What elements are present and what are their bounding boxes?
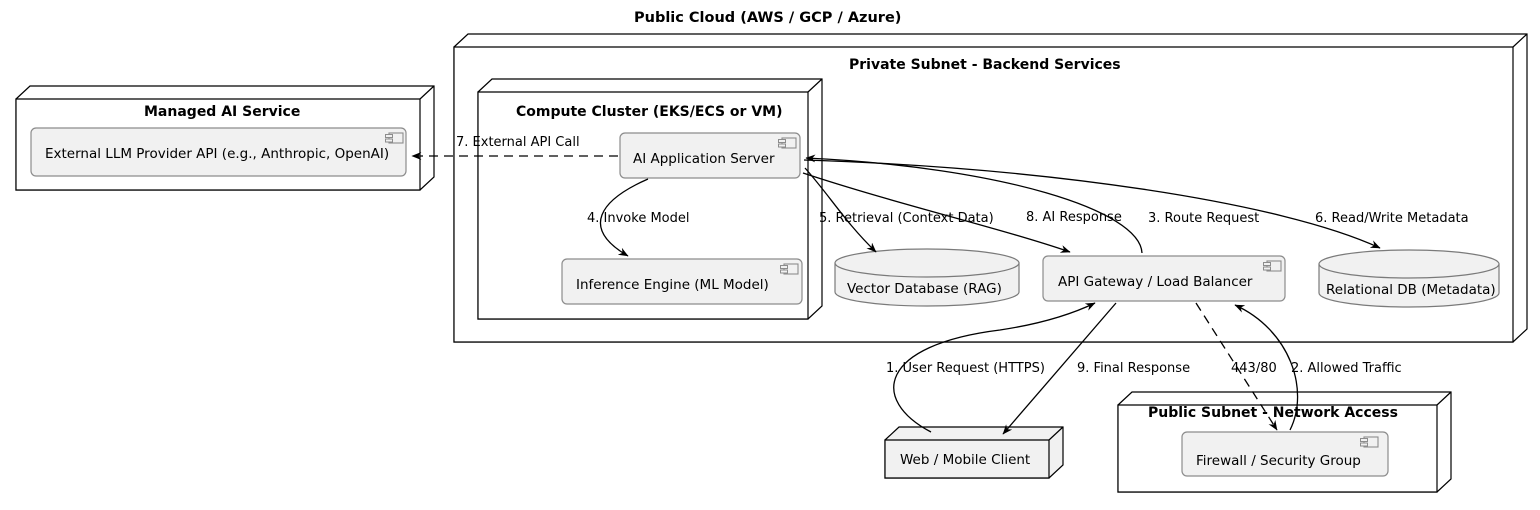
component-label-api-gateway[interactable]: API Gateway / Load Balancer — [1058, 274, 1253, 290]
component-firewall-shape — [1181, 431, 1389, 477]
component-label-firewall[interactable]: Firewall / Security Group — [1196, 453, 1361, 469]
component-label-external-llm[interactable]: External LLM Provider API (e.g., Anthrop… — [45, 146, 390, 162]
component-label-inference-engine[interactable]: Inference Engine (ML Model) — [576, 277, 769, 293]
edge-label-9: 9. Final Response — [1077, 361, 1191, 376]
edge-label-7: 7. External API Call — [456, 135, 580, 150]
edge-label-4: 4. Invoke Model — [587, 211, 690, 226]
database-label-relational-db[interactable]: Relational DB (Metadata) — [1326, 282, 1496, 298]
edge-1-user-request — [893, 302, 1096, 433]
edge-label-8: 8. AI Response — [1026, 210, 1122, 225]
database-relational-db-shape — [1318, 249, 1500, 308]
node-label-web-mobile-client[interactable]: Web / Mobile Client — [900, 452, 1031, 468]
node-title-public-subnet: Public Subnet - Network Access — [1148, 405, 1398, 421]
edge-label-443-80: 443/80 — [1231, 361, 1277, 376]
component-label-ai-app-server[interactable]: AI Application Server — [633, 151, 775, 167]
edge-label-2: 2. Allowed Traffic — [1291, 361, 1402, 376]
edge-4-invoke-model — [599, 178, 649, 257]
database-vector-db-shape — [834, 248, 1020, 307]
edge-5-retrieval — [804, 167, 877, 253]
component-ai-app-server-shape — [619, 132, 801, 179]
edge-label-3: 3. Route Request — [1148, 211, 1260, 226]
edge-9-final-response — [1002, 302, 1117, 435]
node-title-managed-ai-service: Managed AI Service — [144, 104, 301, 120]
edge-6-read-write-metadata — [803, 159, 1381, 249]
edge-8-ai-response — [802, 172, 1071, 253]
node-title-compute-cluster: Compute Cluster (EKS/ECS or VM) — [516, 104, 783, 120]
component-api-gateway-shape — [1042, 255, 1286, 302]
edge-label-6: 6. Read/Write Metadata — [1315, 211, 1469, 226]
component-external-llm-shape — [30, 127, 407, 177]
edge-label-5: 5. Retrieval (Context Data) — [819, 211, 994, 226]
node-web-mobile-client — [884, 426, 1064, 479]
component-inference-engine-shape — [561, 258, 803, 305]
edge-label-1: 1. User Request (HTTPS) — [886, 361, 1045, 376]
diagram-title: Public Cloud (AWS / GCP / Azure) — [634, 10, 902, 26]
node-title-private-subnet: Private Subnet - Backend Services — [849, 57, 1121, 73]
edge-443-80 — [1195, 302, 1278, 431]
edge-2-allowed-traffic — [1234, 304, 1299, 431]
database-label-vector-db[interactable]: Vector Database (RAG) — [847, 281, 1002, 297]
